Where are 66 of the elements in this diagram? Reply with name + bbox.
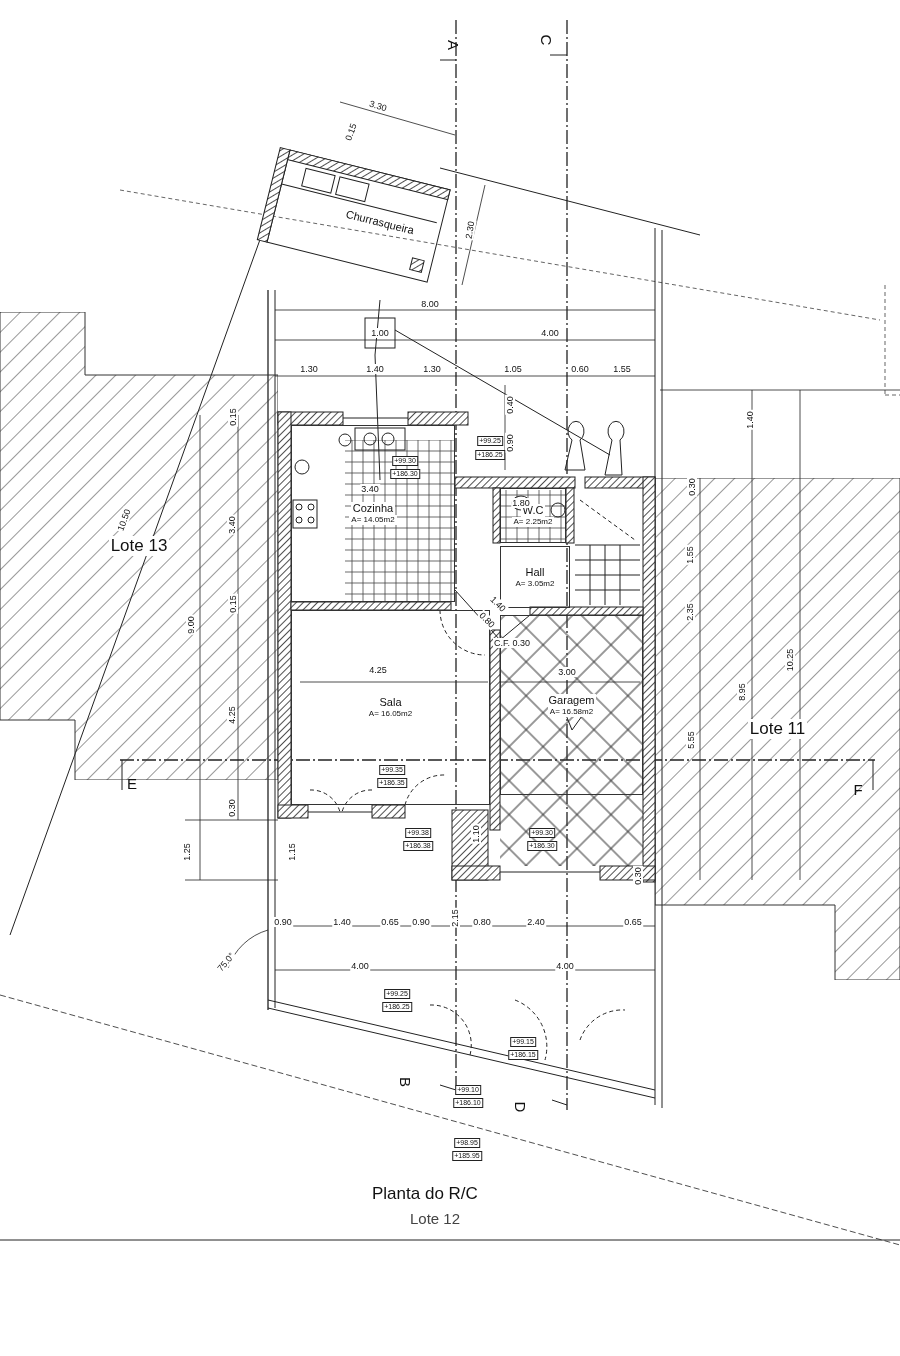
dimension-text: 1.30 [422, 364, 442, 374]
dimension-text: 4.25 [227, 705, 237, 725]
room-area-text: A= 2.25m2 [511, 517, 555, 527]
dimension-text: 1.10 [471, 824, 481, 844]
dimension-text: 1.15 [287, 842, 297, 862]
dimension-text: 1.05 [503, 364, 523, 374]
dimension-text: 8.95 [737, 682, 747, 702]
room-name: Sala [377, 696, 404, 709]
section-mark: E [126, 776, 138, 792]
dimension-text: 4.00 [555, 961, 575, 971]
lot-name: Lote 13 [108, 536, 170, 556]
dimension-text: 2.30 [463, 219, 477, 241]
room-name: Cozinha [350, 502, 396, 515]
dimension-text: 2.40 [526, 917, 546, 927]
dimension-text: 2.35 [685, 602, 695, 622]
dimension-text: 1.55 [612, 364, 632, 374]
dimension-text: 1.25 [182, 842, 192, 862]
dimension-text: 3.40 [227, 515, 237, 535]
dimension-text: 3.30 [367, 98, 389, 114]
dimension-text: 1.30 [299, 364, 319, 374]
dimension-text: 0.65 [623, 917, 643, 927]
dimension-text: 0.65 [380, 917, 400, 927]
dimension-text: 0.90 [411, 917, 431, 927]
dimension-text: 4.25 [368, 665, 388, 675]
dimension-text: 0.30 [227, 798, 237, 818]
dimension-text: 4.00 [540, 328, 560, 338]
dimension-text: 5.55 [686, 730, 696, 750]
dimension-text: 0.15 [228, 407, 238, 427]
dimension-text: 1.40 [332, 917, 352, 927]
hatched-lot-area [0, 312, 278, 780]
dimension-text: 3.00 [557, 667, 577, 677]
dimension-text: 1.40 [365, 364, 385, 374]
dimension-text: 0.30 [687, 477, 697, 497]
dimension-text: 1.80 [511, 498, 531, 508]
dimension-text: 4.00 [350, 961, 370, 971]
dimension-text: 1.00 [370, 328, 390, 338]
dimension-text: 0.60 [570, 364, 590, 374]
dimension-text: 0.15 [342, 121, 360, 143]
dimension-text: 0.90 [273, 917, 293, 927]
lot-name: Lote 11 [747, 719, 808, 739]
room-area-text: A= 3.05m2 [513, 578, 557, 589]
section-mark: F [852, 782, 864, 798]
dimension-text: 0.90 [505, 433, 515, 453]
dimension-text: 9.00 [186, 615, 196, 635]
dimension-text: 8.00 [420, 299, 440, 309]
dimension-text: 10.25 [785, 647, 795, 673]
dimension-text: 0.40 [505, 395, 515, 415]
dimension-text: 3.40 [360, 484, 380, 494]
section-mark: C [538, 33, 554, 47]
room-area-text: A= 16.58m2 [547, 706, 596, 717]
dimension-text: 0.30 [633, 866, 643, 886]
room-name: Hall [523, 565, 547, 579]
drawing-caption: Lote 12 [410, 1210, 461, 1227]
section-mark: D [512, 1100, 528, 1114]
room-area-text: A= 14.05m2 [349, 515, 397, 525]
dimension-text: 0.80 [472, 917, 492, 927]
room-area-text: A= 16.05m2 [366, 709, 415, 719]
drawing-title: Planta do R/C [372, 1184, 478, 1204]
dimension-text: C.F. 0.30 [493, 638, 531, 648]
section-mark: B [397, 1076, 413, 1088]
hatched-lot-area [655, 478, 900, 980]
dimension-text: 1.55 [685, 545, 695, 565]
dimension-text: 2.15 [450, 908, 460, 928]
dimension-text: 1.40 [745, 410, 755, 430]
dimension-text: 0.15 [228, 594, 238, 614]
section-mark: A [445, 39, 461, 51]
